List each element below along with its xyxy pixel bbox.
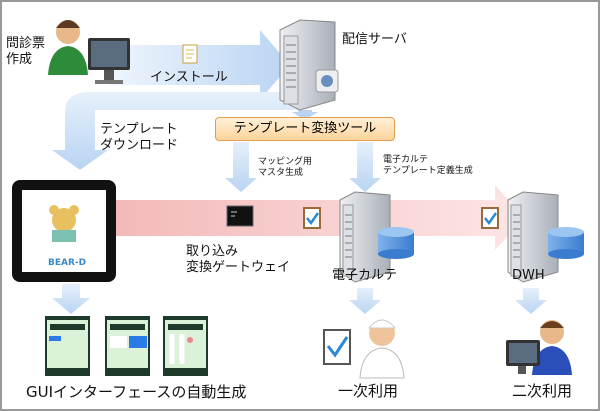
emr-template-label: 電子カルテ テンプレート定義生成 (383, 155, 473, 176)
emr-label: 電子カルテ (332, 268, 398, 283)
gui-screenshot (163, 316, 208, 376)
tablet-down-arrow (52, 284, 90, 314)
distribution-server-icon (279, 19, 339, 111)
analyst-icon (506, 320, 572, 375)
dwh-down-arrow (515, 288, 547, 314)
doctor-icon (323, 319, 405, 379)
server-to-tool-arrow (292, 110, 318, 120)
tablet-icon (12, 180, 116, 282)
author-label: 問診票 作成 (6, 36, 46, 67)
template-download-label: テンプレート ダウンロード (100, 122, 179, 153)
gui-screenshot (105, 316, 150, 376)
gui-screenshot (45, 316, 90, 376)
emr-down-arrow (349, 288, 381, 314)
secondary-use-label: 二次利用 (512, 382, 573, 400)
dwh-server-icon (507, 191, 584, 283)
terminal-icon (226, 205, 254, 227)
gui-generation-label: GUIインターフェースの自動生成 (26, 383, 247, 401)
mapping-arrow (225, 142, 257, 192)
distribution-server-label: 配信サーバ (342, 32, 407, 47)
emr-template-arrow (349, 142, 381, 192)
primary-use-label: 一次利用 (338, 382, 399, 400)
install-arrow (110, 30, 290, 100)
author-person-icon (48, 20, 130, 84)
download-arrow (52, 92, 300, 170)
clipboard-check-icon (303, 207, 321, 229)
document-icon (182, 44, 198, 64)
emr-server-icon (339, 191, 414, 283)
mapping-master-label: マッピング用 マスタ生成 (258, 157, 313, 178)
dwh-label: DWH (512, 268, 545, 283)
install-label: インストール (150, 70, 228, 85)
tablet-brand: BEAR-D (48, 258, 87, 268)
clipboard-check-icon (481, 207, 499, 229)
template-conversion-tool: テンプレート変換ツール (215, 117, 395, 141)
gateway-label: 取り込み 変換ゲートウェイ (186, 244, 291, 275)
